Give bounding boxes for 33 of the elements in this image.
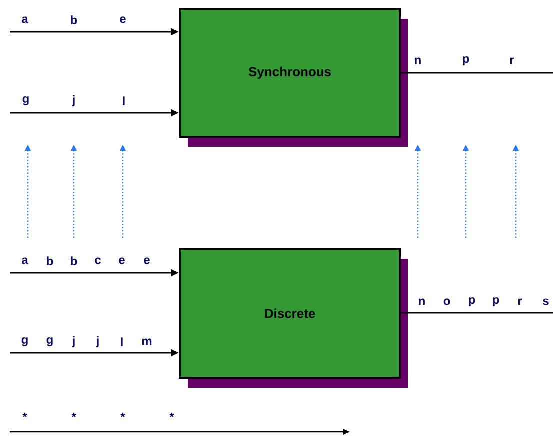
signal-letter: l <box>123 96 125 106</box>
signal-letter: p <box>493 298 500 306</box>
signal-letter: s <box>543 298 549 306</box>
signal-letter: * <box>22 412 28 418</box>
signal-letter: g <box>22 96 29 106</box>
signal-letter: * <box>170 412 174 418</box>
signal-letter: b <box>47 256 54 266</box>
signal-letter: l <box>121 338 123 346</box>
signal-letter: e <box>120 16 126 24</box>
signal-letter: e <box>144 258 150 264</box>
signal-letter: n <box>419 298 425 306</box>
signal-letter: a <box>22 258 28 264</box>
signal-letter: j <box>72 95 75 107</box>
process-box: Discrete <box>179 248 408 388</box>
signal-letter: p <box>469 298 476 306</box>
signal-letter: m <box>142 338 152 346</box>
signal-letter: b <box>71 256 78 266</box>
signal-letter: e <box>119 258 125 264</box>
signal-letter: r <box>510 58 514 64</box>
signal-letter: g <box>46 338 53 346</box>
signal-letter: p <box>463 56 470 66</box>
signal-letter: * <box>120 412 126 418</box>
signal-letter: j <box>72 336 75 348</box>
signal-letter: c <box>95 258 101 264</box>
signal-letter: b <box>71 16 78 24</box>
signal-letter: j <box>96 336 99 348</box>
signal-letter: a <box>22 16 28 24</box>
signal-letter: * <box>72 412 76 418</box>
signal-letter: r <box>518 298 522 306</box>
signal-letter: o <box>444 298 450 306</box>
signal-letter: g <box>22 338 28 346</box>
process-box: Synchronous <box>179 8 408 147</box>
signal-letter: n <box>415 58 421 64</box>
